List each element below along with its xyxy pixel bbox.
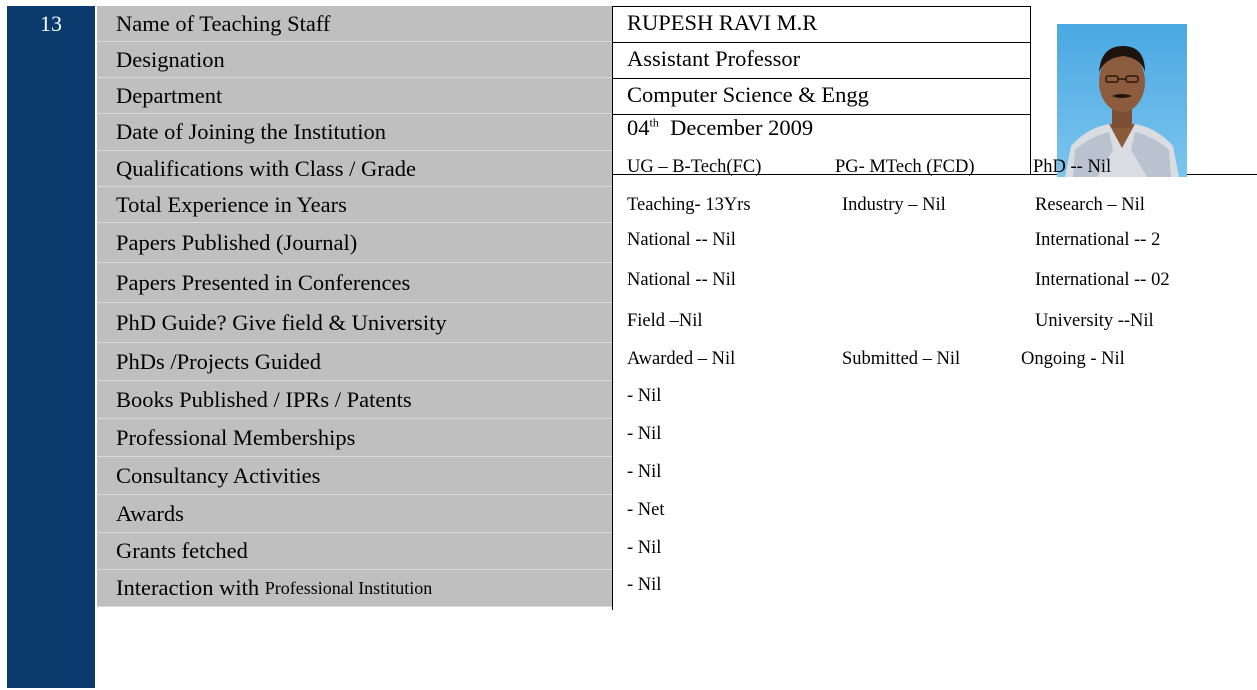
label-interaction-main: Interaction with xyxy=(116,575,260,600)
label-department: Department xyxy=(97,78,612,114)
label-experience: Total Experience in Years xyxy=(97,187,612,223)
label-papers-presented: Papers Presented in Conferences xyxy=(97,263,612,303)
staff-photo xyxy=(1057,24,1187,177)
value-exp-teaching: Teaching- 13Yrs xyxy=(627,195,751,215)
border-left xyxy=(612,6,613,610)
label-name: Name of Teaching Staff xyxy=(97,6,612,42)
joining-day: 04 xyxy=(627,115,650,140)
label-phds-guided: PhDs /Projects Guided xyxy=(97,343,612,381)
value-department: Computer Science & Engg xyxy=(627,82,869,107)
value-exp-research: Research – Nil xyxy=(1035,195,1145,215)
value-qual-ug: UG – B-Tech(FC) xyxy=(627,157,762,177)
border-row-4 xyxy=(612,174,1257,175)
value-guided-ongoing: Ongoing - Nil xyxy=(1021,349,1125,369)
value-pub-national: National -- Nil xyxy=(627,230,736,250)
value-interaction: - Nil xyxy=(627,575,662,595)
value-guide-university: University --Nil xyxy=(1035,311,1154,331)
border-top xyxy=(612,6,1030,7)
label-interaction: Interaction with Professional Institutio… xyxy=(97,570,612,607)
value-qual-pg: PG- MTech (FCD) xyxy=(835,157,975,177)
border-right-upper xyxy=(1030,6,1031,174)
label-books: Books Published / IPRs / Patents xyxy=(97,381,612,419)
label-designation: Designation xyxy=(97,42,612,78)
value-joining: 04th December 2009 xyxy=(627,115,813,141)
joining-rest: December 2009 xyxy=(670,115,814,140)
border-row-3 xyxy=(612,114,1030,115)
label-awards: Awards xyxy=(97,495,612,533)
label-consultancy: Consultancy Activities xyxy=(97,457,612,495)
value-qual-phd: PhD -- Nil xyxy=(1033,157,1112,177)
joining-suffix: th xyxy=(649,115,659,130)
label-phd-guide: PhD Guide? Give field & University xyxy=(97,303,612,343)
border-row-2 xyxy=(612,78,1030,79)
value-memberships: - Nil xyxy=(627,424,662,444)
value-pres-international: International -- 02 xyxy=(1035,270,1170,290)
value-books: - Nil xyxy=(627,386,662,406)
label-papers-published: Papers Published (Journal) xyxy=(97,223,612,263)
label-interaction-small: Professional Institution xyxy=(264,577,433,598)
value-guided-awarded: Awarded – Nil xyxy=(627,349,736,369)
value-name: RUPESH RAVI M.R xyxy=(627,10,818,35)
value-pres-national: National -- Nil xyxy=(627,270,736,290)
sidebar-column xyxy=(7,6,95,688)
label-joining: Date of Joining the Institution xyxy=(97,114,612,151)
serial-number: 13 xyxy=(40,11,62,36)
value-exp-industry: Industry – Nil xyxy=(842,195,946,215)
value-grants: - Nil xyxy=(627,538,662,558)
value-guide-field: Field –Nil xyxy=(627,311,703,331)
border-row-1 xyxy=(612,42,1030,43)
value-consultancy: - Nil xyxy=(627,462,662,482)
value-guided-submitted: Submitted – Nil xyxy=(842,349,961,369)
label-grants: Grants fetched xyxy=(97,533,612,570)
value-designation: Assistant Professor xyxy=(627,46,801,71)
label-qualifications: Qualifications with Class / Grade xyxy=(97,151,612,187)
value-pub-international: International -- 2 xyxy=(1035,230,1161,250)
value-awards: - Net xyxy=(627,500,665,520)
label-memberships: Professional Memberships xyxy=(97,419,612,457)
